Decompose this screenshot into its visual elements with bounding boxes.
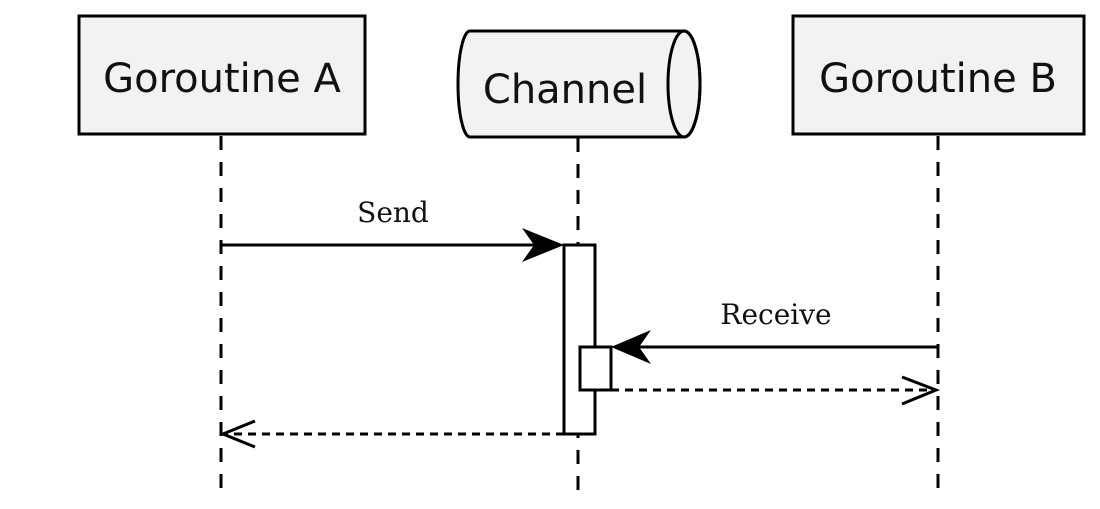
participant-label: Channel <box>483 67 647 113</box>
participant-label: Goroutine B <box>819 56 1057 102</box>
arrowhead-filled-icon <box>611 330 651 364</box>
channel-nested-activation-bar <box>578 345 613 392</box>
message-send: Send <box>221 196 564 262</box>
channel-cylinder-end <box>666 29 702 139</box>
participant-goroutine-b: Goroutine B <box>791 14 1086 136</box>
participant-box <box>791 14 1086 136</box>
participant-box <box>77 14 367 136</box>
arrowhead-open-icon <box>901 375 941 406</box>
arrowhead-open-icon <box>219 419 256 449</box>
participant-goroutine-a: Goroutine A <box>77 14 367 136</box>
message-receive: Receive <box>611 298 938 364</box>
participant-label: Goroutine A <box>103 56 341 102</box>
message-label: Send <box>357 196 429 229</box>
return-to-goroutine-a <box>219 419 564 449</box>
channel-activation-bar <box>562 243 597 436</box>
arrowhead-filled-icon <box>522 228 564 262</box>
return-to-goroutine-b <box>611 375 941 406</box>
participant-channel: Channel <box>456 29 702 139</box>
message-label: Receive <box>720 298 831 331</box>
